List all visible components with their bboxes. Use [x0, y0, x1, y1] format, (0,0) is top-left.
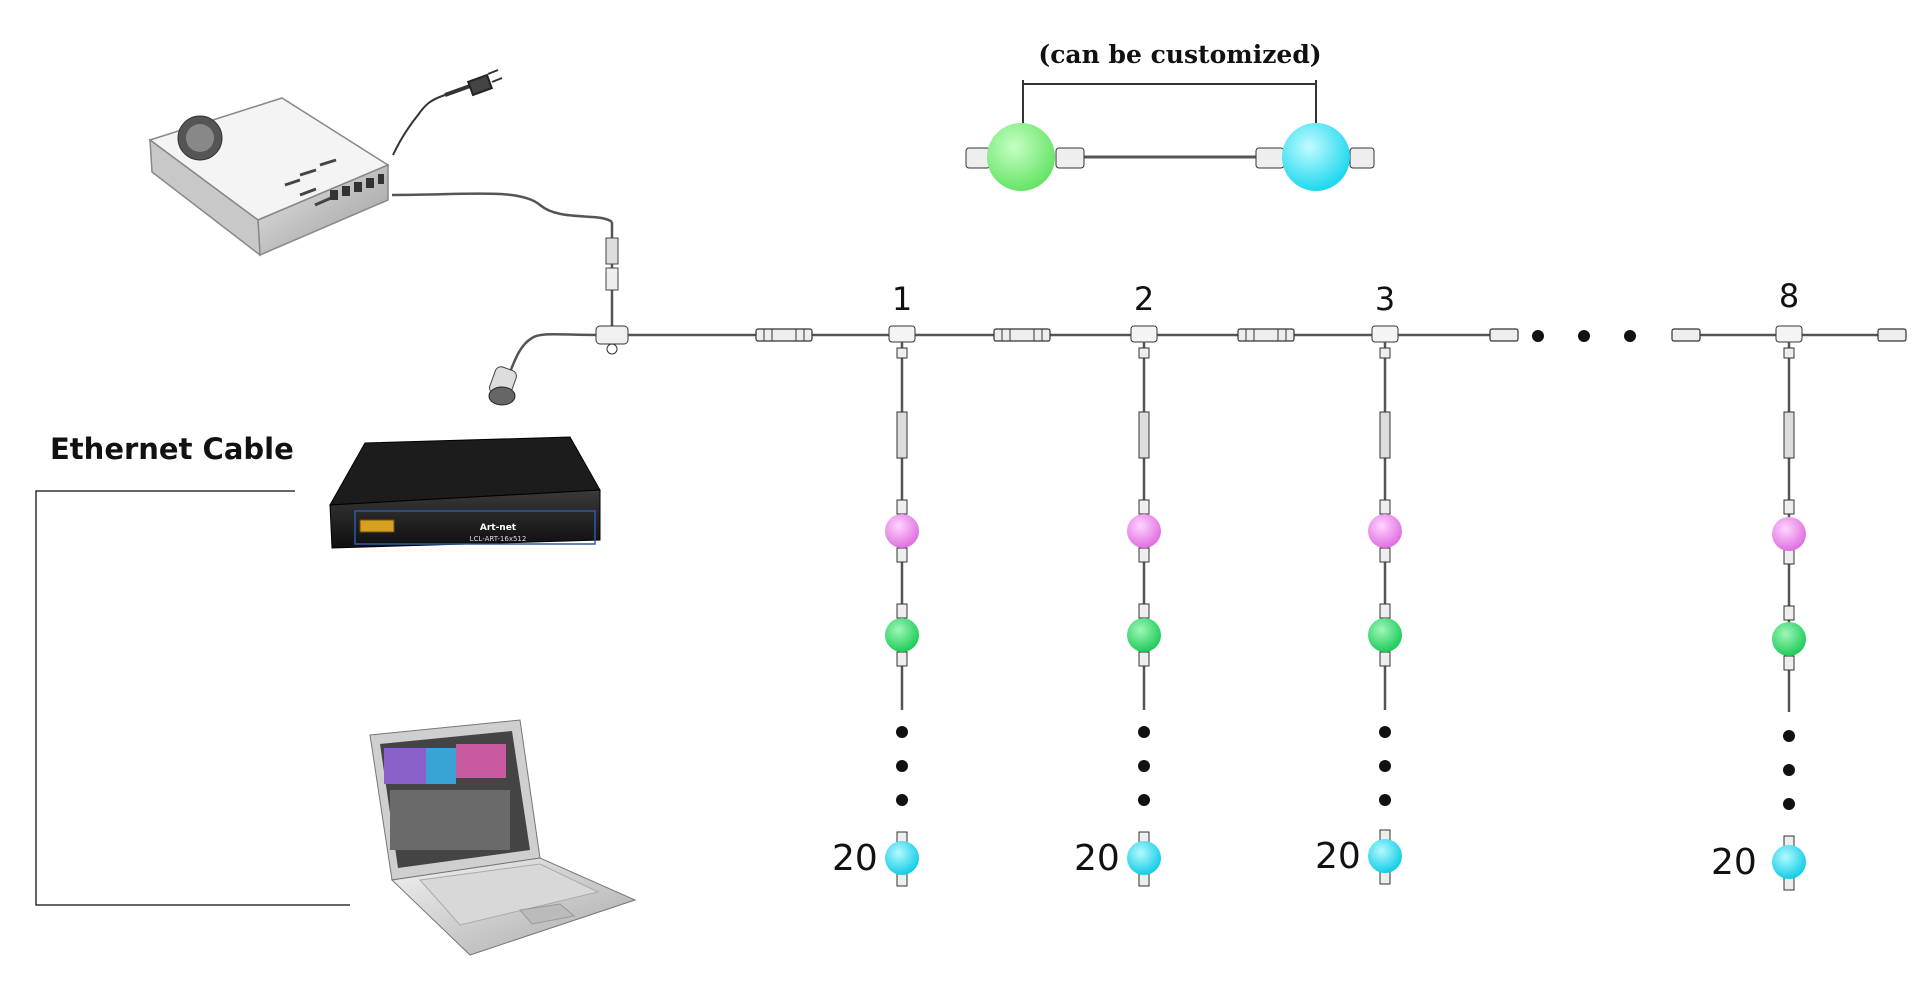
- controller-model-text: LCL-ART-16x512: [470, 535, 527, 543]
- pixel-ball-green: [885, 618, 919, 652]
- custom-length-illustration: [965, 80, 1375, 191]
- branch-end-count-1: 20: [832, 838, 878, 879]
- bus-connector-ribs: [763, 329, 1287, 341]
- pixel-ball-pink: [1368, 514, 1402, 548]
- pixel-ball-pink: [1772, 517, 1806, 551]
- input-t-connector: [595, 325, 629, 355]
- data-plug-icon: [488, 366, 517, 406]
- controller-name-text: Art-net: [480, 523, 517, 533]
- pixel-ball-green: [1368, 618, 1402, 652]
- ethernet-cable-label: Ethernet Cable: [50, 432, 294, 466]
- pixel-ball-green-large: [987, 123, 1055, 191]
- branch-number-3: 3: [1374, 280, 1396, 318]
- pixel-ball-cyan: [1772, 845, 1806, 879]
- connector-icon: [605, 237, 619, 291]
- pixel-ball-cyan: [1127, 841, 1161, 875]
- data-input-cable: [508, 333, 601, 373]
- pixel-ball-pink: [1127, 514, 1161, 548]
- branch-3: [1368, 325, 1402, 885]
- branch-number-2: 2: [1133, 280, 1155, 318]
- artnet-controller-icon: [329, 436, 601, 549]
- branch-1: [885, 325, 919, 887]
- power-supply-icon: [148, 97, 390, 257]
- branch-number-8: 8: [1778, 277, 1800, 315]
- branch-2: [1127, 325, 1161, 887]
- laptop-icon: [369, 719, 637, 956]
- pixel-ball-pink: [885, 514, 919, 548]
- pixel-ball-cyan: [1368, 839, 1402, 873]
- pixel-ball-green: [1772, 622, 1806, 656]
- branch-end-count-8: 20: [1711, 842, 1757, 883]
- branch-number-1: 1: [891, 280, 913, 318]
- bus-ellipsis: [1532, 330, 1636, 342]
- power-cable: [391, 192, 614, 333]
- ethernet-cable-line: [35, 490, 350, 906]
- power-plug-icon: [392, 69, 503, 156]
- branch-end-count-3: 20: [1315, 836, 1361, 877]
- pixel-ball-green: [1127, 618, 1161, 652]
- branch-end-count-2: 20: [1074, 838, 1120, 879]
- bus-connectors: [755, 328, 1907, 342]
- branch-8: [1772, 325, 1806, 891]
- custom-length-label: (can be customized): [1038, 40, 1322, 69]
- pixel-ball-cyan: [885, 841, 919, 875]
- pixel-ball-cyan-large: [1282, 123, 1350, 191]
